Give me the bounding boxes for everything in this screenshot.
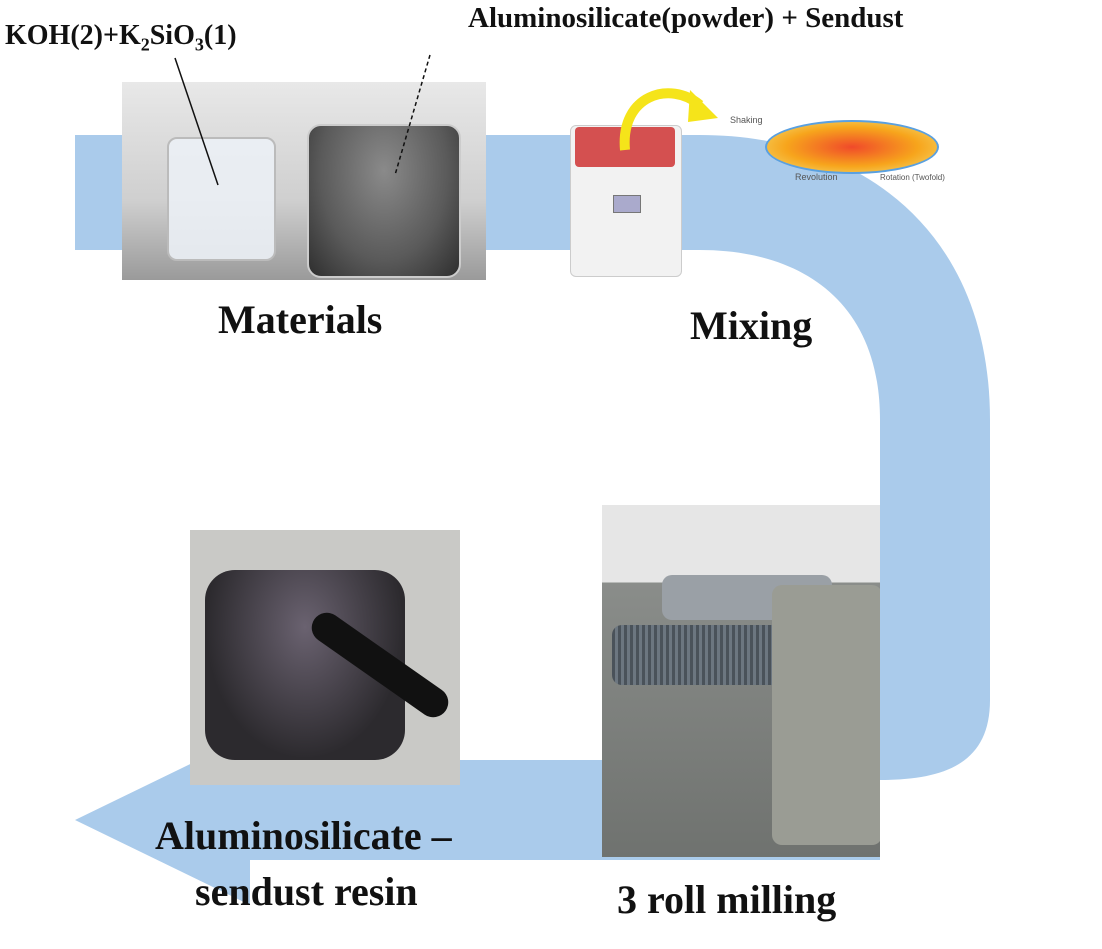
liquid-beaker [167,137,276,261]
liquid-label: KOH(2)+K2SiO3(1) [5,20,237,55]
resin-label-line2: sendust resin [195,869,418,914]
revolution-label: Revolution [795,172,838,182]
three-roll-mill-photo [602,505,880,857]
mixer-photo [565,115,685,285]
powder-container [307,124,461,278]
resin-label-line1: Aluminosilicate – [155,813,452,858]
materials-label: Materials [218,297,383,342]
milling-label: 3 roll milling [617,877,837,922]
powder-label: Aluminosilicate(powder) + Sendust [468,2,904,34]
resin-photo [190,530,460,785]
mixer-motion-diagram [725,100,975,185]
shaking-label: Shaking [730,115,763,125]
rotation-label: Rotation (Twofold) [880,173,945,182]
mixing-label: Mixing [690,303,813,348]
materials-photo [122,82,486,280]
